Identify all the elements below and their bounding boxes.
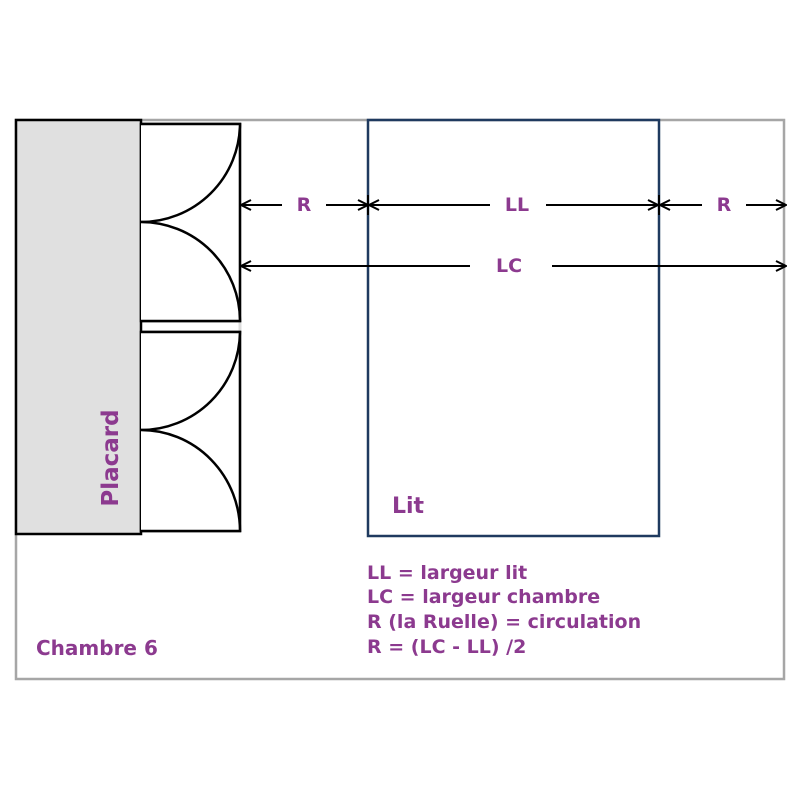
legend: LL = largeur lit LC = largeur chambre R … xyxy=(367,562,641,658)
dim-label-ll: LL xyxy=(505,194,529,216)
bed-label: Lit xyxy=(392,494,425,519)
legend-line-3: R (la Ruelle) = circulation xyxy=(367,611,641,633)
bed xyxy=(366,118,661,538)
door-swing-1 xyxy=(140,122,242,224)
room-label: Chambre 6 xyxy=(36,636,158,660)
dimension-lines-row-1 xyxy=(241,195,786,215)
door-swing-3 xyxy=(140,330,242,432)
door-swing-2 xyxy=(140,220,242,323)
closet xyxy=(14,118,143,536)
legend-line-2: LC = largeur chambre xyxy=(367,586,600,608)
dim-label-r-right: R xyxy=(717,194,732,216)
dim-label-lc: LC xyxy=(496,255,522,277)
door-swing-4 xyxy=(140,428,242,533)
closet-label: Placard xyxy=(98,409,124,506)
legend-line-4: R = (LC - LL) /2 xyxy=(367,636,526,658)
legend-line-1: LL = largeur lit xyxy=(367,562,527,584)
dim-label-r-left: R xyxy=(297,194,312,216)
door-swings xyxy=(140,122,242,533)
